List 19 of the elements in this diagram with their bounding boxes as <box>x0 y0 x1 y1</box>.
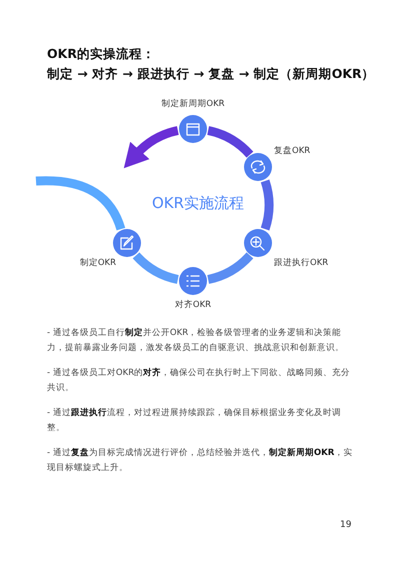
center-title: OKR实施流程 <box>152 194 244 213</box>
step-label: 跟进执行OKR <box>274 257 330 269</box>
step-label: 复盘OKR <box>274 145 312 157</box>
step-label: 制定OKR <box>78 257 116 269</box>
step-label: 对齐OKR <box>174 299 212 311</box>
paragraph: - 通过各级员工对OKR的对齐，确保公司在执行时上下同欲、战略同频、充分共识。 <box>47 366 352 395</box>
title: OKR的实操流程： <box>47 46 155 63</box>
paragraph: - 通过复盘为目标完成情况进行评价，总结经验并迭代，制定新周期OKR，实现目标螺旋式上升。 <box>47 446 354 475</box>
paragraph: - 通过跟进执行流程，对过程进展持续跟踪，确保目标根据业务变化及时调整。 <box>47 406 342 435</box>
connector-line <box>206 252 254 284</box>
paragraph: - 通过各级员工自行制定并公开OKR，检验各级管理者的业务逻辑和决策能力，提前暴露业务问题，激发各级员工的自驱意识、挑战意识和创新意识。 <box>47 326 345 355</box>
connector-line <box>36 176 126 231</box>
arrow <box>122 126 180 168</box>
step-label: 制定新周期OKR <box>160 98 226 110</box>
connector-line <box>260 180 274 230</box>
subtitle: 制定 → 对齐 → 跟进执行 → 复盘 → 制定（新周期OKR） <box>47 66 375 83</box>
connector-line <box>132 252 180 284</box>
page-number: 19 <box>340 520 352 530</box>
connector-line <box>206 126 254 158</box>
